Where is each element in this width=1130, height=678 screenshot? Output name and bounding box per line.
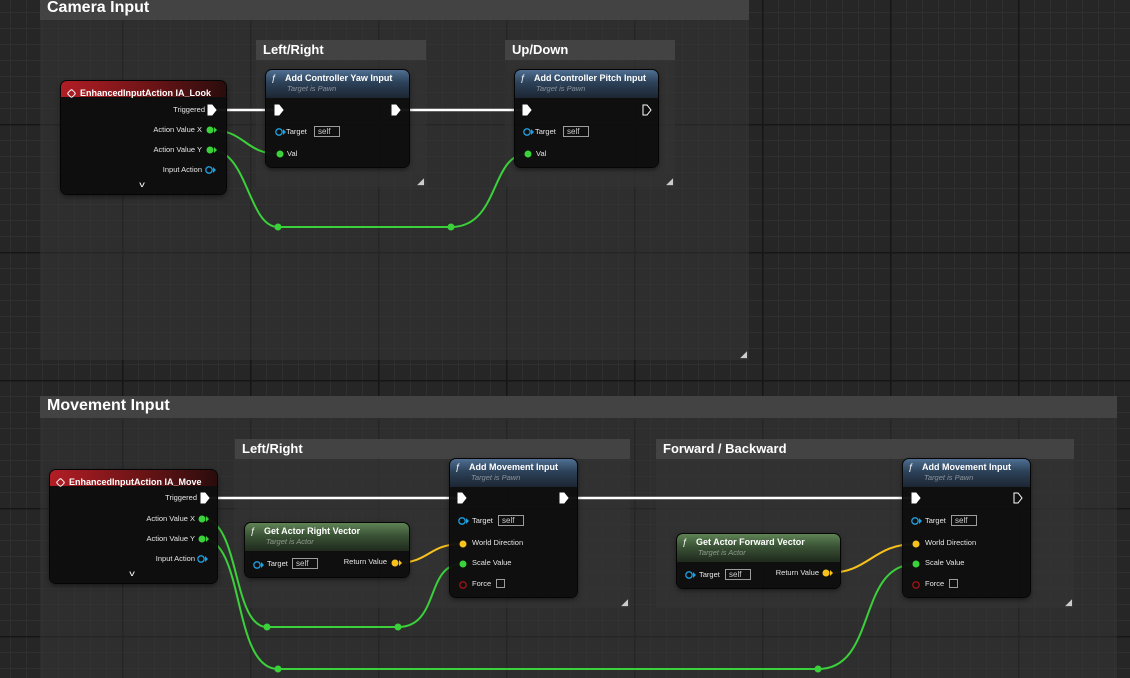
resize-grip-icon[interactable]: ◢ [621,597,628,607]
pin-label: Input Action [155,554,195,563]
node-title: Add Controller Yaw Input [285,73,393,83]
node-title: Add Movement Input [469,462,558,472]
pin-label: Action Value Y [153,145,202,154]
reroute-node [814,665,822,673]
pin-label: Target [699,570,720,579]
node-subtitle: Target is Actor [698,548,746,557]
pin-label: Target [267,559,288,568]
pin-label: Val [536,149,547,158]
comment-title: Forward / Backward [656,439,1074,459]
function-icon: ƒ [682,537,688,547]
node-header: ƒ Get Actor Forward Vector Target is Act… [677,534,840,562]
node-add-controller-pitch-input[interactable]: ƒ Add Controller Pitch Input Target is P… [515,70,658,167]
pin-label: Scale Value [472,558,512,567]
node-get-actor-right-vector[interactable]: ƒ Get Actor Right Vector Target is Actor… [245,523,409,577]
resize-grip-icon[interactable]: ◢ [740,349,747,359]
function-icon: ƒ [455,462,461,472]
function-icon: ƒ [520,73,526,83]
node-header: ƒ Get Actor Right Vector Target is Actor [245,523,409,551]
chevron-down-icon[interactable]: v [129,569,135,578]
node-header: EnhancedInputAction IA_Look [61,81,226,99]
node-subtitle: Target is Actor [266,537,314,546]
pin-label: World Direction [472,538,524,547]
reroute-node [263,623,271,631]
node-header: ƒ Add Controller Pitch Input Target is P… [515,70,658,98]
node-title: Get Actor Right Vector [264,526,361,536]
comment-title: Movement Input [40,396,1117,418]
node-title: EnhancedInputAction IA_Look [80,88,212,98]
pin-label: Return Value [775,568,819,577]
function-icon: ƒ [271,73,277,83]
pin-label: Force [925,579,945,588]
pin-label: Val [287,149,298,158]
function-icon: ƒ [908,462,914,472]
resize-grip-icon[interactable]: ◢ [666,176,673,186]
node-header: EnhancedInputAction IA_Move [50,470,217,488]
chevron-down-icon[interactable]: v [139,180,145,189]
comment-title: Left/Right [256,40,426,60]
node-header: ƒ Add Movement Input Target is Pawn [903,459,1030,487]
reroute-node [394,623,402,631]
pin-label: Target [535,127,556,136]
node-add-controller-yaw-input[interactable]: ƒ Add Controller Yaw Input Target is Paw… [266,70,409,167]
pin-label: Input Action [162,165,202,174]
node-ia-look[interactable]: EnhancedInputAction IA_Look Triggered Ac… [61,81,226,194]
node-add-movement-input-fb[interactable]: ƒ Add Movement Input Target is Pawn Targ… [903,459,1030,597]
comment-title: Camera Input [40,0,749,20]
node-header: ƒ Add Movement Input Target is Pawn [450,459,577,487]
target-field[interactable]: self [498,515,524,526]
pin-label: Triggered [165,493,197,502]
reroute-node [274,223,282,231]
reroute-node [274,665,282,673]
resize-grip-icon[interactable]: ◢ [1065,597,1072,607]
target-field[interactable]: self [725,569,751,580]
function-icon: ƒ [250,526,256,536]
pin-label: Target [925,516,946,525]
node-title: Add Movement Input [922,462,1011,472]
pin-label: Scale Value [925,558,965,567]
node-get-actor-forward-vector[interactable]: ƒ Get Actor Forward Vector Target is Act… [677,534,840,588]
node-title: EnhancedInputAction IA_Move [69,477,202,487]
resize-grip-icon[interactable]: ◢ [417,176,424,186]
node-subtitle: Target is Pawn [924,473,974,482]
node-add-movement-input-lr[interactable]: ƒ Add Movement Input Target is Pawn Targ… [450,459,577,597]
node-subtitle: Target is Pawn [471,473,521,482]
pin-label: World Direction [925,538,977,547]
pin-label: Force [472,579,492,588]
force-checkbox[interactable] [496,579,505,588]
pin-label: Target [286,127,307,136]
pin-label: Triggered [173,105,205,114]
event-diamond-icon [55,477,66,488]
comment-title: Left/Right [235,439,630,459]
pin-label: Return Value [343,557,387,566]
node-header: ƒ Add Controller Yaw Input Target is Paw… [266,70,409,98]
target-field[interactable]: self [314,126,340,137]
node-title: Add Controller Pitch Input [534,73,646,83]
event-diamond-icon [66,88,77,99]
pin-label: Target [472,516,493,525]
pin-label: Action Value Y [146,534,195,543]
pin-label: Action Value X [146,514,195,523]
target-field[interactable]: self [563,126,589,137]
pin-label: Action Value X [153,125,202,134]
force-checkbox[interactable] [949,579,958,588]
reroute-node [447,223,455,231]
node-title: Get Actor Forward Vector [696,537,805,547]
node-subtitle: Target is Pawn [536,84,586,93]
node-subtitle: Target is Pawn [287,84,337,93]
node-ia-move[interactable]: EnhancedInputAction IA_Move Triggered Ac… [50,470,217,583]
target-field[interactable]: self [292,558,318,569]
target-field[interactable]: self [951,515,977,526]
comment-title: Up/Down [505,40,675,60]
